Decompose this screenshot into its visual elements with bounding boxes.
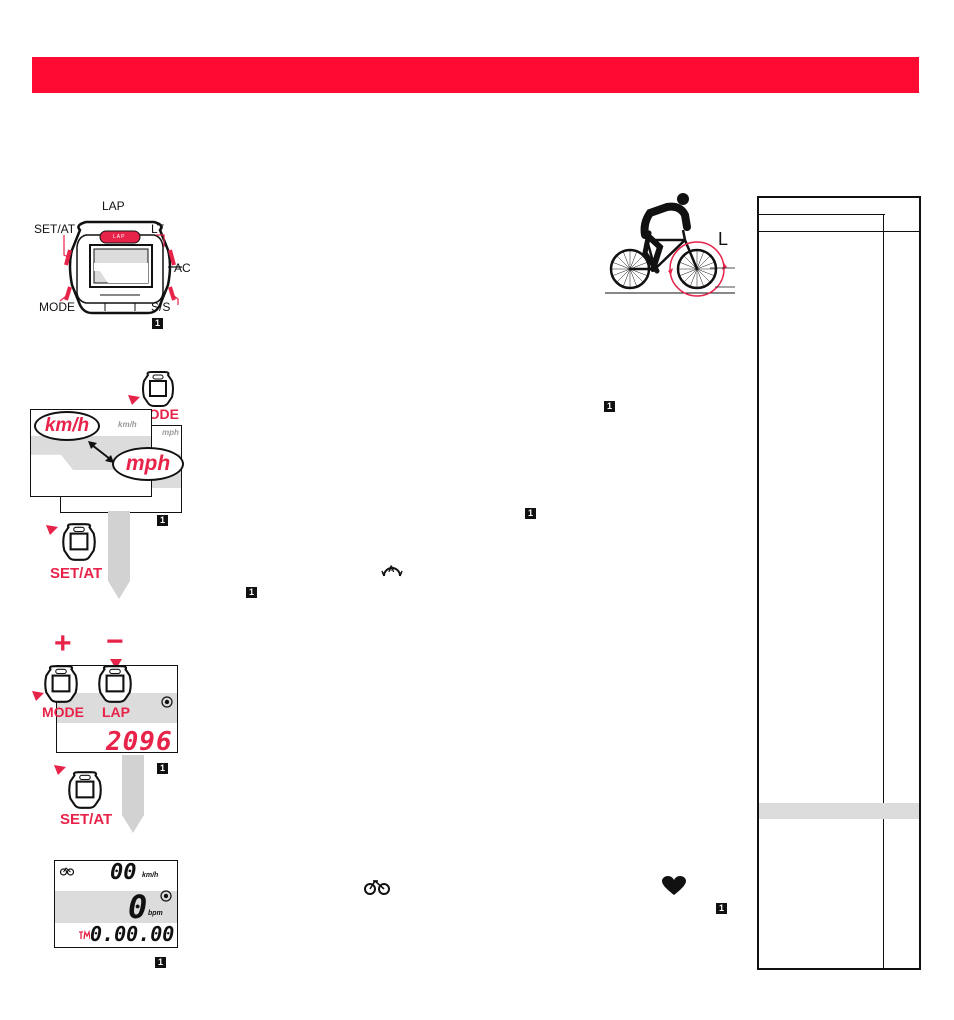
lt-label: LT [151, 222, 165, 236]
header-bar [32, 57, 919, 93]
heart-rate-unit: bpm [148, 910, 163, 917]
ss-label: S/S [151, 300, 171, 314]
speed-unit: km/h [142, 872, 159, 879]
set-at-watch-icon [68, 771, 102, 809]
figure-marker: 1 [155, 957, 166, 968]
text-marker: 1 [604, 401, 615, 412]
lap-watch-icon [98, 665, 132, 703]
mode-watch-icon [44, 665, 78, 703]
auto-small-icon [161, 696, 173, 708]
kmh-small-text: km/h [118, 420, 137, 429]
auto-icon: A [380, 561, 403, 579]
mph-option-text: mph [125, 452, 171, 475]
timer-mode-icon [79, 930, 90, 940]
bike-drawing [605, 193, 735, 297]
table-header-line [759, 214, 885, 215]
ac-label: AC [174, 261, 191, 275]
toggle-double-arrow [88, 441, 114, 463]
mph-option[interactable]: mph [112, 447, 184, 481]
auto-circle-icon [381, 567, 403, 577]
set-at-press-arrow [46, 525, 58, 535]
table-highlight-row [759, 803, 919, 819]
heart-icon [662, 876, 686, 895]
lcd-gray-band [55, 891, 177, 923]
flow-down-arrow [108, 511, 130, 599]
elapsed-time-value: 0.00.00 [90, 922, 175, 946]
watch-drawing [59, 220, 182, 315]
auto-icon-letter: A [388, 564, 395, 574]
circumference-label: L [718, 229, 729, 249]
text-marker: 1 [246, 587, 257, 598]
bike-diagram: L [605, 185, 740, 305]
table-column-divider [883, 214, 884, 968]
final-display-diagram: 00 km/h 0 bpm 0.00.00 1 [54, 860, 184, 970]
heart-rate-value: 0 [128, 888, 148, 926]
flow-down-arrow [122, 755, 144, 833]
set-at-button-label: SET/AT [60, 811, 113, 828]
lap-button-label: LAP [102, 704, 130, 720]
small-watch-icon [142, 371, 174, 407]
mode-press-arrow [32, 691, 44, 701]
lap-button-text: LAP [113, 234, 126, 240]
bike-mode-icon [60, 867, 74, 876]
text-marker: 1 [525, 508, 536, 519]
figure-marker: 1 [157, 515, 168, 526]
set-at-label: SET/AT [34, 222, 76, 236]
minus-sign: − [106, 625, 124, 658]
set-at-press-arrow [54, 765, 66, 775]
plus-sign: + [54, 627, 72, 660]
set-at-watch-icon [62, 523, 96, 561]
mode-button-label: MODE [42, 704, 84, 720]
minus-press-arrow [110, 659, 122, 669]
lcd-panel [54, 860, 178, 948]
unit-select-diagram: MODE km/h mph km/h mph 1 SET/AT [30, 365, 190, 605]
kmh-option[interactable]: km/h [34, 411, 100, 441]
side-table [757, 196, 921, 970]
mode-label: MODE [39, 300, 75, 314]
auto-small-icon [160, 890, 172, 902]
kmh-option-text: km/h [44, 415, 90, 436]
text-marker: 1 [716, 903, 727, 914]
circumference-input-diagram: + − 2096 MODE LAP 1 SET/AT [30, 625, 190, 835]
table-header-bottom [759, 231, 919, 232]
watch-diagram: LAP SET/AT LT AC MODE S/S LAP 1 [30, 195, 200, 335]
set-at-button-label: SET/AT [50, 565, 103, 582]
figure-marker: 1 [157, 763, 168, 774]
lap-label: LAP [102, 199, 125, 213]
bike-mode-icon [364, 879, 390, 895]
mph-small-text: mph [162, 428, 179, 437]
figure-marker: 1 [152, 318, 163, 329]
speed-value: 00 [110, 860, 137, 885]
mode-press-arrow [128, 395, 140, 405]
lcd-value: 2096 [106, 727, 173, 757]
